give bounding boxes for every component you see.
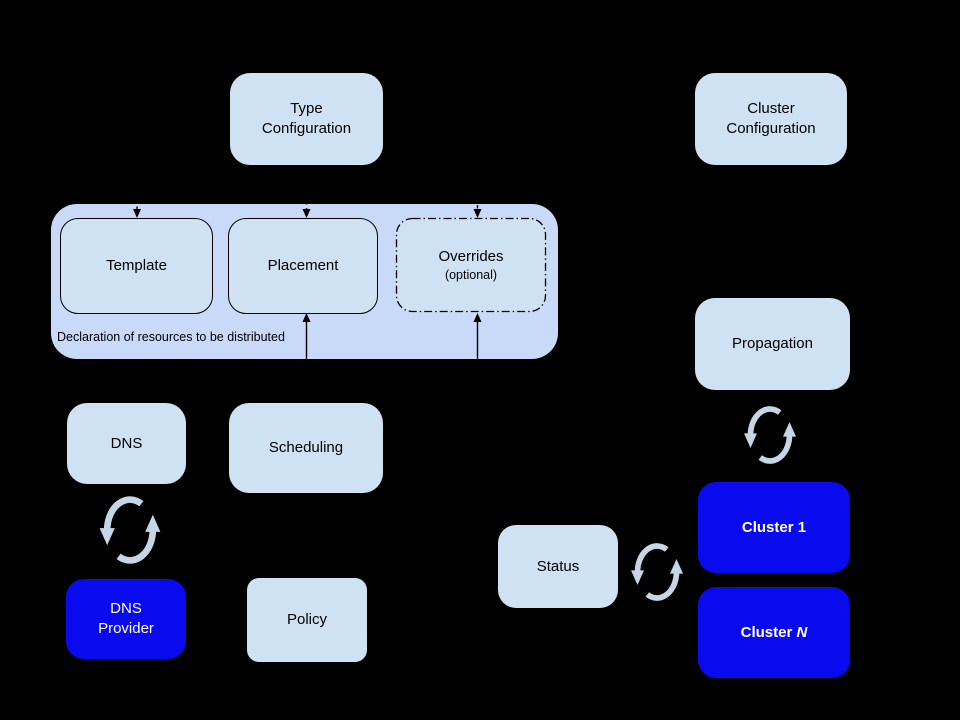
node-cluster-configuration: Cluster Configuration	[695, 73, 847, 165]
arrow-clusterconfig-to-propagation	[767, 166, 775, 297]
node-cluster-n: Cluster N	[698, 587, 850, 678]
overrides-sublabel: (optional)	[444, 268, 498, 282]
declaration-group: Template Placement Overrides (optional) …	[51, 204, 558, 359]
node-template: Template	[60, 218, 213, 314]
overrides-label: Overrides	[438, 248, 504, 265]
cluster-n-italic-part: N	[796, 623, 808, 641]
sync-arrows-icon	[744, 409, 796, 461]
node-dns-provider: DNS Provider	[66, 579, 186, 659]
node-status: Status	[498, 525, 618, 608]
sync-arrows-icon	[631, 546, 683, 598]
node-overrides: Overrides (optional)	[396, 218, 546, 312]
node-placement: Placement	[228, 218, 378, 314]
node-type-configuration: Type Configuration	[230, 73, 383, 165]
node-cluster-1: Cluster 1	[698, 482, 850, 573]
node-policy: Policy	[247, 578, 367, 662]
node-scheduling: Scheduling	[229, 403, 383, 493]
sync-arrows-icon	[100, 500, 161, 561]
cluster-n-label: Cluster N	[740, 623, 808, 641]
node-propagation: Propagation	[695, 298, 850, 390]
node-dns: DNS	[67, 403, 186, 484]
declaration-group-caption: Declaration of resources to be distribut…	[57, 330, 285, 344]
